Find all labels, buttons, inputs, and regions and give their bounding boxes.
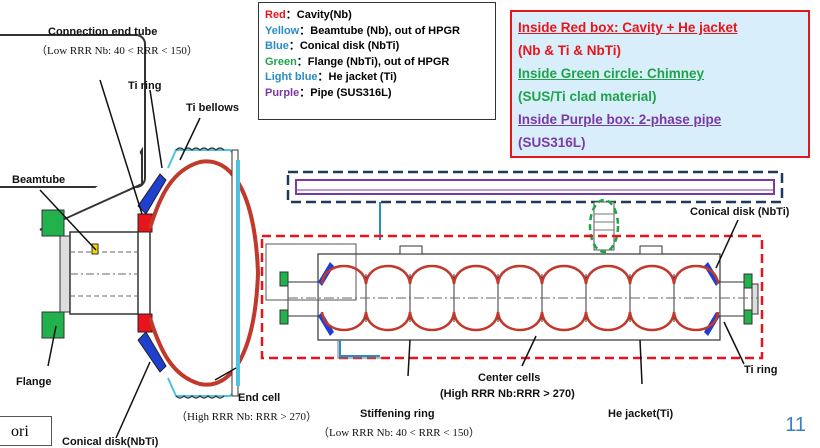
label-connection-end-tube: Connection end tube [48,26,158,38]
legend-red-key: Red [265,9,286,21]
label-stiffening-ring: Stiffening ring [360,408,435,420]
legend-blue-desc: ：Conical disk (NbTi) [288,40,400,52]
chimney [593,201,615,251]
legend-blue: Blue：Conical disk (NbTi) [265,39,489,55]
flange-top [41,209,65,237]
legend-yellow-desc: ：Beamtube (Nb), out of HPGR [299,24,460,37]
legend-lightblue-key: Light blue [265,71,318,83]
author-box: ori [0,416,52,446]
note-purple-2: (SUS316L) [518,135,586,150]
cavity-cells [320,264,720,332]
note-purple-1: Inside Purple box: 2-phase pipe [518,112,722,127]
legend-purple: Purple：Pipe (SUS316L) [265,86,489,102]
ti-bellows [167,149,237,397]
legend-purple-desc: ：Pipe (SUS316L) [299,86,392,99]
label-conical-disk-right: Conical disk (NbTi) [690,206,790,218]
leader-lines-right [407,219,745,385]
legend-purple-key: Purple [265,86,300,99]
label-stiffening-ring-sub: （Low RRR Nb: 40 < RRR < 150） [318,427,480,439]
note-green-1: Inside Green circle: Chimney [518,66,705,81]
legend-yellow-key: Yellow [265,24,300,37]
legend-lightblue: Light blue：He jacket (Ti) [265,70,489,86]
chimney-circle [588,198,620,254]
legend-green-key: Green [265,55,297,68]
note-red-2: (Nb & Ti & NbTi) [518,43,621,58]
legend-blue-key: Blue [265,40,289,52]
callout-box [0,34,146,188]
end-cell-wall [148,159,261,387]
notes-box: Inside Red box: Cavity + He jacket (Nb &… [510,10,810,158]
callout-pointer-fill [48,152,140,226]
cavity-jacket-box [260,234,764,360]
legend-green-desc: ：Flange (NbTi), out of HPGR [296,55,450,68]
label-connection-end-tube-sub: （Low RRR Nb: 40 < RRR < 150） [36,45,198,57]
flange-hub [59,235,71,313]
cells-upper-wall [320,264,720,285]
cells-lower-wall [320,311,720,332]
label-flange: Flange [16,376,52,388]
legend-red-desc: ：Cavity(Nb) [285,9,352,21]
conical-disk-bottom [137,331,167,373]
label-center-cells: Center cells [478,372,541,384]
beamtube [69,231,139,315]
label-end-cell-sub: （High RRR Nb: RRR > 270） [176,411,317,423]
legend-yellow: Yellow：Beamtube (Nb), out of HPGR [265,24,489,40]
two-phase-pipe-box [286,170,784,204]
flange-bottom [41,311,65,339]
two-phase-pipe [295,179,775,195]
label-ti-ring-right: Ti ring [744,364,778,376]
legend-red: Red：Cavity(Nb) [265,8,489,24]
label-beamtube: Beamtube [12,174,66,186]
label-he-jacket: He jacket(Ti) [608,408,674,420]
label-ti-ring-top: Ti ring [128,80,162,92]
note-red-1: Inside Red box: Cavity + He jacket [518,20,738,35]
legend-green: Green：Flange (NbTi), out of HPGR [265,55,489,71]
color-legend: Red：Cavity(Nb) Yellow：Beamtube (Nb), out… [258,2,496,120]
legend-lightblue-desc: ：He jacket (Ti) [317,71,397,83]
label-center-cells-sub: (High RRR Nb:RRR > 270) [440,388,575,400]
end-cell-section [41,147,261,399]
label-ti-bellows: Ti bellows [186,102,239,114]
label-end-cell: End cell [238,392,281,404]
note-green-2: (SUS/Ti clad material) [518,89,657,104]
label-conical-disk-left: Conical disk(NbTi) [62,436,159,448]
page-number: 11 [785,414,806,436]
leader-lines-left [39,79,237,439]
conical-disk-top [137,173,167,215]
